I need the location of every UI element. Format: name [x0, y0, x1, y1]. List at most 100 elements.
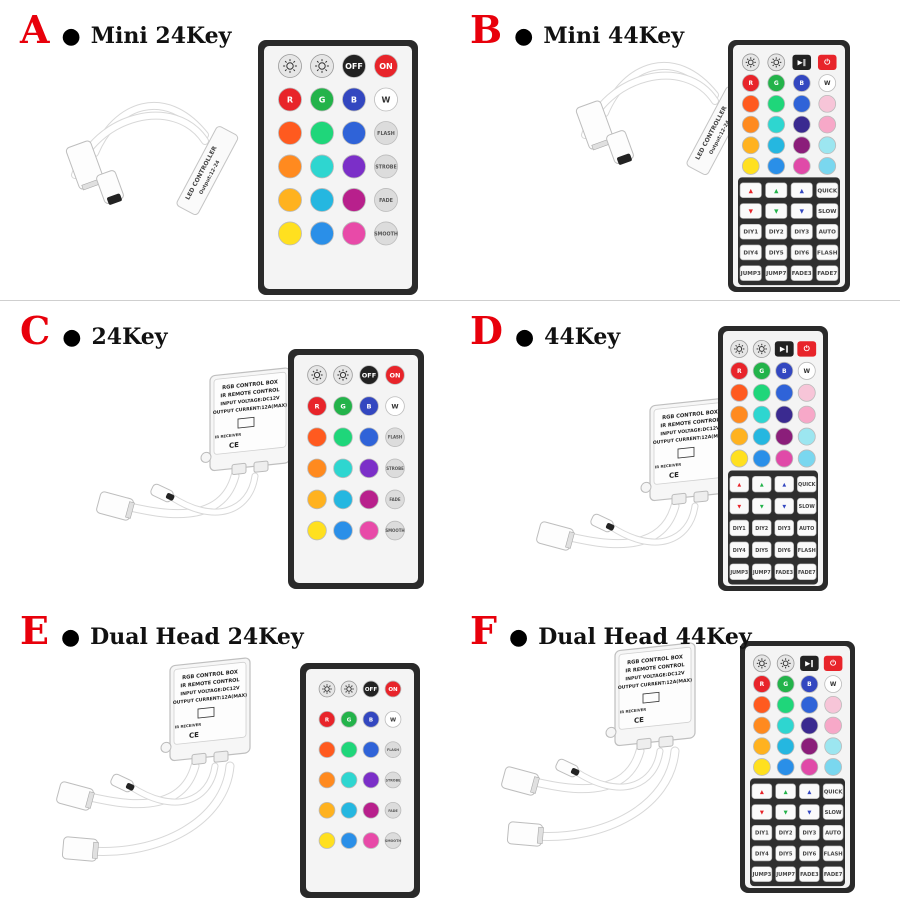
ir-receiver-label: IR RECEIVER	[175, 722, 201, 730]
color-key	[792, 115, 811, 134]
mode-key	[796, 541, 817, 559]
brightness-up-icon-glyph	[313, 371, 321, 379]
key-R-label: R	[287, 95, 294, 104]
brightness-up-icon-glyph	[324, 686, 330, 692]
cable-2	[607, 503, 698, 545]
mode-key-label: DIY2	[779, 831, 793, 837]
mode-key	[765, 223, 788, 240]
brightness-up-icon-ray	[741, 344, 744, 347]
key-W-label: W	[830, 682, 837, 688]
brightness-down-icon-ray	[316, 69, 319, 72]
control-box-label-panel	[618, 646, 692, 730]
color-key	[342, 121, 366, 145]
up-arrow-key-label: ▲	[737, 482, 741, 488]
bullet-dot: ●	[514, 23, 534, 49]
key-G-label: G	[759, 368, 764, 375]
color-key	[342, 221, 366, 246]
down-arrow-key-label: ▼	[760, 810, 764, 816]
key-B	[800, 675, 819, 693]
play-pause-glyph: ▶‖	[805, 659, 814, 668]
key-B-label: B	[351, 95, 357, 104]
color-key	[792, 157, 811, 175]
mode-key-label: STROBE	[386, 466, 404, 471]
color-key	[767, 94, 786, 113]
control-box-label-panel	[173, 661, 247, 745]
brightness-down-icon-ray	[338, 377, 341, 380]
brightness-up-icon-ray	[312, 370, 315, 373]
color-key	[333, 520, 353, 541]
down-arrow-key	[751, 497, 772, 515]
color-key	[800, 716, 819, 735]
mode-key	[385, 427, 405, 447]
ir-receiver-label: IR RECEIVER	[620, 707, 646, 715]
brightness-down-icon-ray	[345, 685, 348, 688]
rgb-female-connector-2	[61, 836, 99, 862]
color-key	[824, 737, 842, 756]
mode-key	[796, 563, 817, 580]
mode-key-label: DIY5	[769, 250, 784, 256]
mode-key-label: FADE	[379, 198, 393, 204]
mode-key	[790, 265, 813, 281]
mounting-tab	[200, 451, 212, 463]
speed-key	[822, 783, 844, 800]
mini-controller-body	[176, 126, 239, 216]
color-key	[741, 115, 760, 134]
down-arrow-key-label: ▼	[800, 209, 805, 215]
brightness-down-icon	[776, 654, 795, 673]
mode-key-label: DIY4	[755, 851, 769, 857]
brightness-up-icon-ray	[323, 690, 326, 693]
product-letter: B	[470, 7, 503, 52]
ce-mark: CE	[669, 470, 679, 480]
mode-key-label: SMOOTH	[385, 528, 404, 533]
key-B	[342, 87, 366, 112]
key-R	[278, 87, 302, 112]
speed-key-label: SLOW	[799, 504, 816, 510]
power-icon	[823, 655, 843, 671]
ce-mark: CE	[634, 715, 644, 725]
speed-key-label: QUICK	[824, 789, 843, 795]
cable-port-2	[213, 750, 229, 763]
up-arrow-key-label: ▲	[774, 188, 779, 194]
color-key	[359, 427, 379, 447]
brightness-up-icon	[753, 654, 771, 673]
color-key	[776, 758, 795, 776]
brightness-down-icon-ray	[345, 690, 348, 693]
mode-key-label: JUMP7	[752, 570, 771, 576]
speed-key-label: SLOW	[818, 209, 837, 215]
brightness-down-icon-glyph	[318, 62, 326, 70]
circuit-symbol	[642, 691, 660, 704]
color-key	[359, 489, 379, 510]
brightness-down-icon-ray	[325, 69, 328, 72]
speed-key	[796, 475, 817, 493]
brightness-up-icon-ray	[757, 665, 760, 668]
brightness-up-icon	[278, 54, 302, 78]
color-key	[730, 427, 749, 446]
button-panel	[728, 470, 818, 585]
key-B-label: B	[782, 368, 787, 375]
brightness-down-icon-ray	[757, 344, 760, 347]
play-pause-icon	[800, 655, 819, 671]
mode-key	[384, 771, 402, 789]
down-arrow-key-label: ▼	[782, 504, 786, 510]
key-R-label: R	[314, 403, 319, 411]
mode-key	[751, 845, 773, 862]
mode-key-label: AUTO	[819, 230, 837, 236]
product-caption: F ● Dual Head 44Key	[470, 611, 752, 651]
mode-key	[790, 244, 813, 261]
brightness-down-icon-ray	[325, 60, 328, 63]
play-pause-glyph: ▶‖	[797, 58, 806, 67]
down-arrow-key	[729, 497, 749, 515]
brightness-up-icon-glyph	[286, 62, 294, 70]
color-key	[752, 383, 771, 402]
mode-key	[385, 489, 405, 510]
mode-key	[751, 824, 773, 841]
color-key	[310, 154, 334, 179]
down-arrow-key	[775, 804, 796, 820]
up-arrow-key-label: ▲	[782, 482, 786, 488]
mode-key	[739, 265, 762, 281]
color-key	[800, 758, 819, 776]
